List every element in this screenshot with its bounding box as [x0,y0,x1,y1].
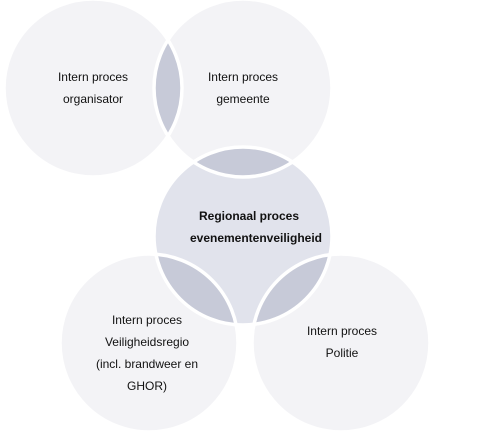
label-politie: Intern proces Politie [282,320,402,364]
label-politie-line-2: Politie [325,346,359,360]
overlap-regionaal-politie [252,254,332,325]
overlap-regionaal-veiligheidsregio [154,254,238,325]
outline-gemeente [152,0,334,179]
outline-regionaal [152,145,334,327]
label-gemeente-line-1: Intern proces [207,70,279,84]
label-veiligheidsregio: Intern proces Veiligheidsregio (incl. br… [82,309,212,397]
label-veiligheidsregio-line-4: GHOR) [127,379,167,393]
label-veiligheidsregio-line-2: Veiligheidsregio [104,335,190,349]
circle-organisator [4,0,182,177]
label-politie-line-1: Intern proces [306,324,378,338]
label-veiligheidsregio-line-3: (incl. brandweer en [95,357,199,371]
label-veiligheidsregio-line-1: Intern proces [111,313,183,327]
label-regionaal: Regionaal proces evenementenveiligheid [166,205,346,249]
circle-gemeente [154,0,332,177]
outline-politie [250,252,432,434]
label-regionaal-line-2: evenementenveiligheid [189,231,323,245]
label-gemeente: Intern proces gemeente [182,66,304,110]
label-organisator-line-2: organisator [62,92,124,106]
outline-veiligheidsregio [58,252,240,434]
label-organisator: Intern proces organisator [32,66,154,110]
label-regionaal-line-1: Regionaal proces [198,209,300,223]
label-organisator-line-1: Intern proces [57,70,129,84]
label-gemeente-line-2: gemeente [216,92,270,106]
outline-organisator [2,0,184,179]
